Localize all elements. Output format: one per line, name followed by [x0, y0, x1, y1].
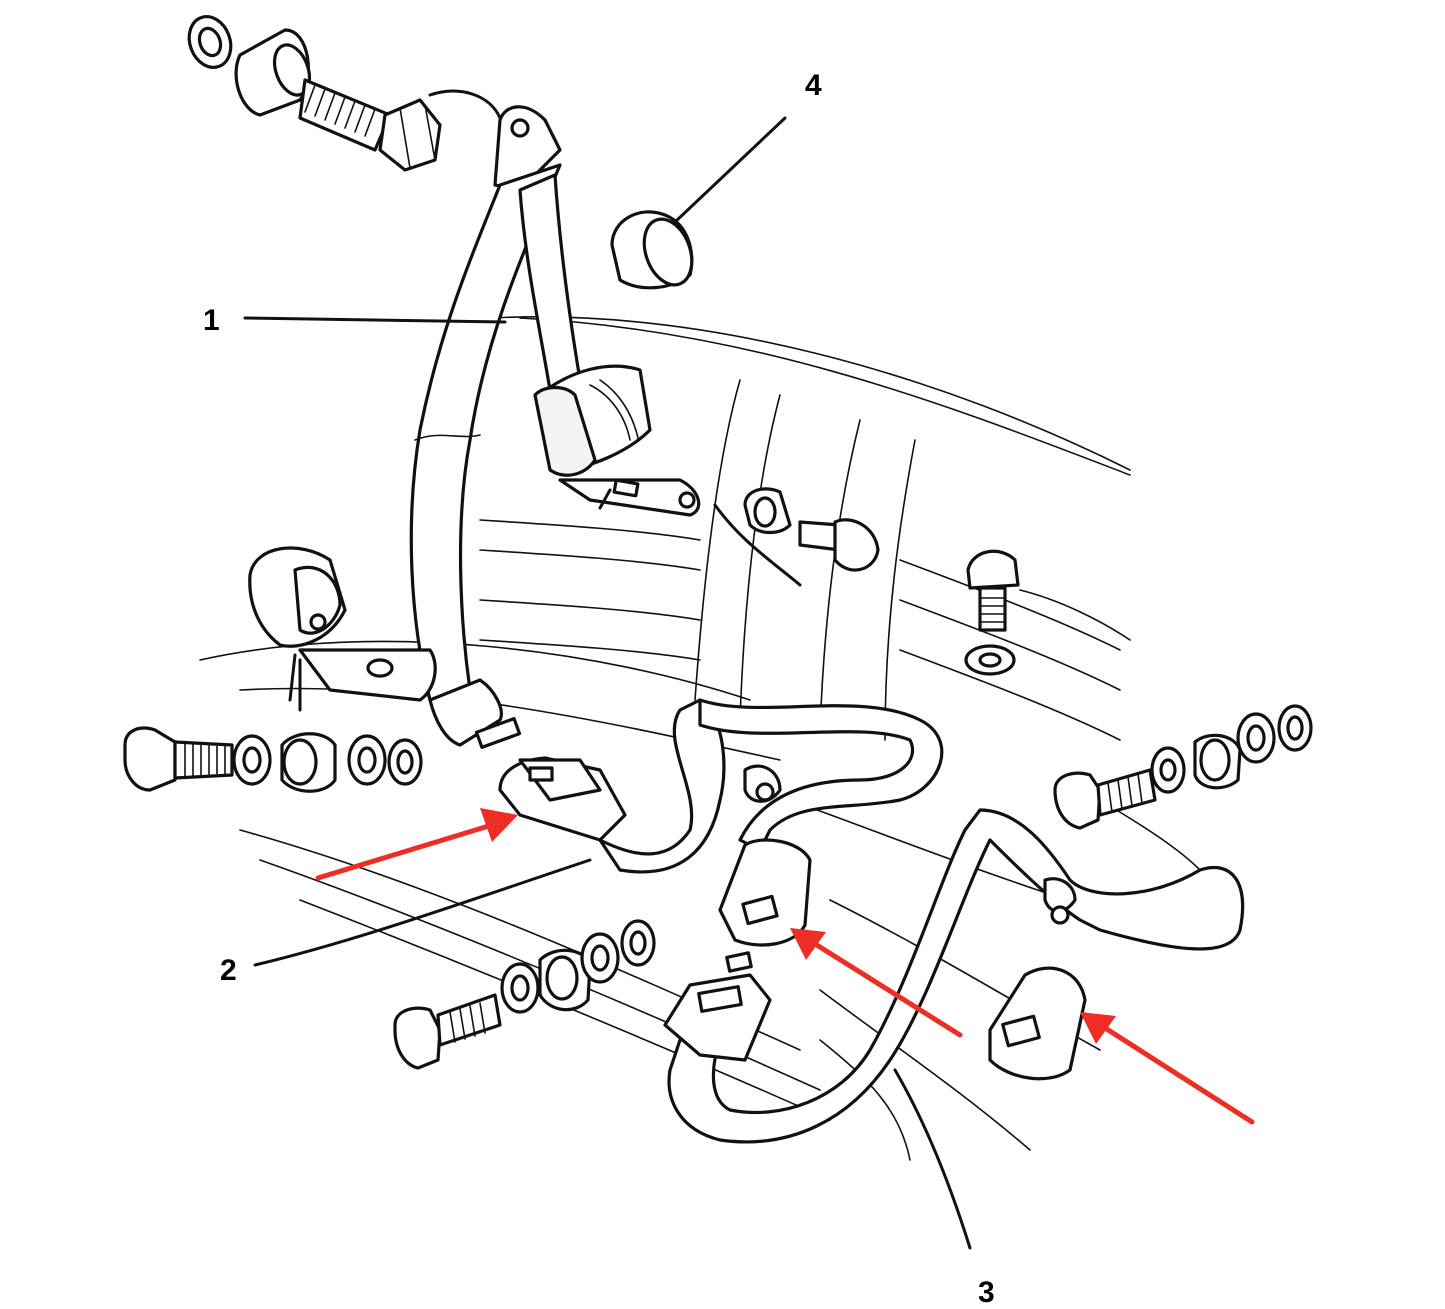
arrow-right-receiver: [1080, 1012, 1255, 1125]
left-bolt-set: [123, 726, 423, 793]
arrow-center-receiver: [790, 928, 963, 1038]
lower-bolt-set: [393, 919, 656, 1070]
center-lap-belt: [663, 698, 1245, 1250]
callout-4: 4: [805, 69, 822, 102]
callout-3: 3: [978, 1276, 995, 1309]
left-floor-anchor: [248, 546, 437, 712]
upper-anchor-hardware: [187, 15, 502, 172]
cover-cap: [610, 116, 787, 290]
buckle-belt: [253, 698, 726, 967]
lap-and-diagonal-belt: [243, 105, 701, 749]
right-bolt-set: [1053, 704, 1313, 830]
callout-1: 1: [203, 304, 220, 337]
rear-seat-outline: [199, 316, 1201, 1161]
arrow-buckle-belt: [315, 808, 518, 881]
right-upper-hardware: [713, 487, 1020, 676]
callout-2: 2: [220, 954, 237, 987]
red-arrows: [315, 808, 1255, 1125]
